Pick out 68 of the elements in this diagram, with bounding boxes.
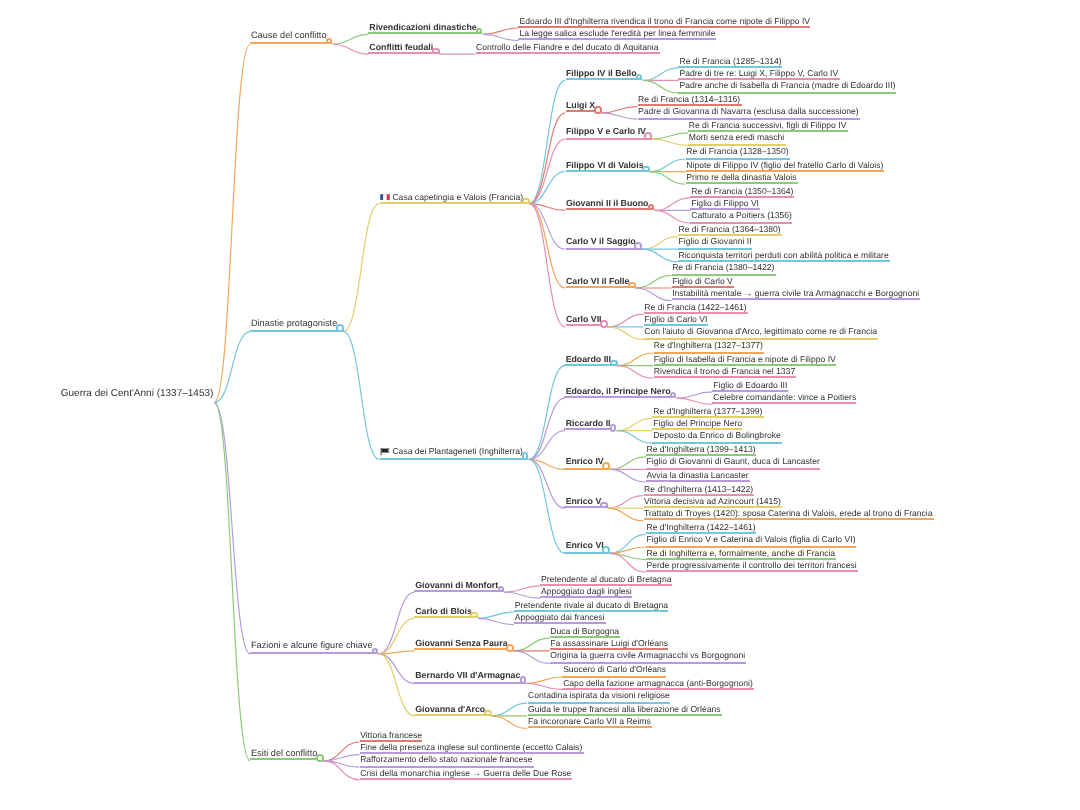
branch-line: [606, 326, 645, 340]
branch-line: [322, 760, 360, 781]
branch-line: [609, 552, 647, 573]
branch-line: [528, 203, 566, 250]
branch-line: [528, 138, 566, 205]
branch-line: [528, 458, 566, 509]
branch-line: [528, 430, 566, 461]
branch-line: [606, 495, 644, 509]
branch-line: [438, 53, 476, 55]
branch-line: [525, 676, 563, 684]
branch-line: [512, 650, 551, 664]
branch-line: [653, 209, 691, 224]
branch-line: [512, 650, 551, 652]
branch-line: [377, 617, 416, 655]
branch-line: [477, 617, 515, 626]
branch-line: [342, 203, 380, 333]
branch-line: [675, 391, 714, 399]
branch-line: [213, 401, 251, 655]
branch-line: [331, 43, 370, 55]
branch-line: [377, 653, 416, 684]
branch-line: [528, 171, 566, 205]
branch-line: [482, 27, 520, 35]
branch-line: [213, 43, 251, 404]
branch-line: [648, 171, 687, 185]
branch-line: [641, 248, 679, 263]
branch-line: [528, 203, 566, 211]
branch-line: [490, 715, 528, 717]
branch-line: [675, 397, 714, 405]
branch-line: [503, 591, 541, 599]
branch-line: [377, 653, 416, 717]
branch-line: [482, 33, 520, 42]
branch-line: [609, 456, 647, 470]
branch-line: [609, 468, 647, 483]
branch-line: [528, 203, 566, 328]
branch-line: [642, 67, 680, 81]
branch-line: [525, 682, 563, 691]
branch-line: [490, 715, 528, 729]
branch-line: [331, 33, 370, 45]
branch-line: [213, 330, 251, 404]
branch-line: [322, 754, 360, 762]
branch-line: [616, 365, 654, 379]
branch-line: [528, 79, 566, 205]
branch-line: [322, 760, 360, 768]
branch-line: [615, 430, 654, 444]
branch-line: [641, 236, 679, 250]
branch-line: [606, 326, 645, 328]
branch-line: [609, 546, 647, 554]
branch-line: [528, 458, 566, 470]
branch-line: [377, 591, 416, 655]
branch-line: [653, 197, 691, 211]
branch-line: [642, 79, 680, 94]
branch-line: [528, 203, 566, 289]
branch-line: [528, 458, 566, 554]
branch-line: [342, 330, 380, 461]
branch-line: [528, 112, 566, 205]
branch-line: [213, 401, 251, 762]
branch-line: [600, 112, 638, 120]
branch-line: [651, 138, 689, 146]
branch-line: [528, 397, 566, 461]
branch-line: [503, 585, 541, 593]
branch-line: [528, 365, 566, 461]
branch-line: [377, 650, 416, 655]
branch-line: [634, 287, 672, 302]
branch-line: [477, 611, 515, 619]
branch-line: [634, 287, 672, 289]
branch-line: [600, 106, 638, 114]
branch-line: [606, 507, 644, 522]
branch-line: [651, 132, 689, 140]
